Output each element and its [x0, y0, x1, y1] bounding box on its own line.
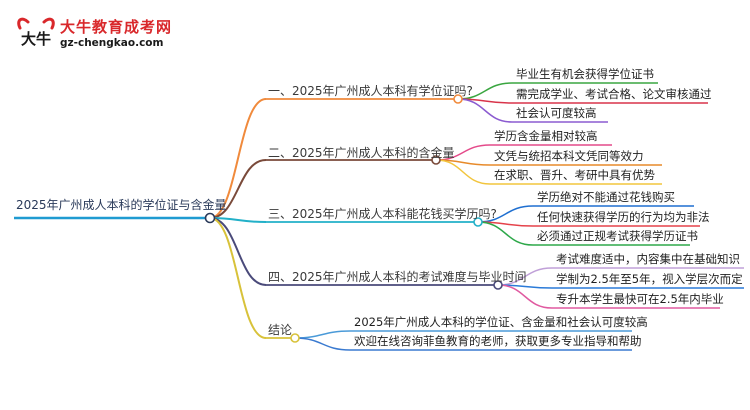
branch-connector — [209, 217, 267, 286]
leaf-connector — [435, 159, 491, 185]
leaf-node[interactable]: 欢迎在线咨询菲鱼教育的老师，获取更多专业指导和帮助 — [354, 334, 642, 348]
leaf-node[interactable]: 在求职、晋升、考研中具有优势 — [494, 168, 655, 182]
leaf-connector — [294, 337, 351, 351]
leaf-node[interactable]: 必须通过正规考试获得学历证书 — [537, 229, 698, 243]
branch-node-circle — [290, 333, 300, 343]
branch-node[interactable]: 结论 — [268, 323, 293, 337]
leaf-node[interactable]: 2025年广州成人本科的学位证、含金量和社会认可度较高 — [354, 315, 648, 329]
branch-connector — [209, 98, 267, 219]
leaf-node[interactable]: 毕业生有机会获得学位证书 — [516, 67, 654, 81]
ox-head-logo-icon: 大牛 — [17, 17, 55, 48]
site-logo[interactable]: 大牛 大牛教育成考网 gz-chengkao.com — [14, 14, 244, 54]
leaf-node[interactable]: 学制为2.5年至5年，视入学层次而定 — [556, 272, 743, 286]
leaf-node[interactable]: 任何快速获得学历的行为均为非法 — [537, 210, 710, 224]
branch-node-circle — [493, 280, 503, 290]
leaf-connector — [294, 330, 351, 339]
leaf-connector — [477, 221, 534, 246]
leaf-node[interactable]: 需完成学业、考试合格、论文审核通过 — [516, 87, 712, 101]
branch-connector — [209, 217, 267, 339]
branch-node[interactable]: 二、2025年广州成人本科的含金量 — [268, 146, 455, 160]
branch-node-circle — [453, 94, 463, 104]
root-node[interactable]: 2025年广州成人本科的学位证与含金量 — [16, 198, 227, 212]
branch-node[interactable]: 一、2025年广州成人本科有学位证吗? — [268, 84, 473, 98]
leaf-connector — [497, 284, 553, 309]
branch-node[interactable]: 四、2025年广州成人本科的考试难度与毕业时间 — [268, 270, 527, 284]
logo-site-url: gz-chengkao.com — [60, 37, 164, 49]
leaf-connector — [457, 98, 513, 123]
leaf-node[interactable]: 学历含金量相对较高 — [494, 129, 598, 143]
logo-mark-text: 大牛 — [21, 30, 51, 48]
branch-node-circle — [473, 217, 483, 227]
branch-connector — [209, 159, 267, 219]
logo-site-name: 大牛教育成考网 — [60, 18, 173, 36]
leaf-node[interactable]: 社会认可度较高 — [516, 106, 597, 120]
branch-node-circle — [431, 155, 441, 165]
leaf-node[interactable]: 考试难度适中，内容集中在基础知识 — [556, 252, 740, 266]
branch-connector — [209, 217, 267, 223]
leaf-node[interactable]: 文凭与统招本科文凭同等效力 — [494, 149, 644, 163]
root-node-circle — [204, 212, 216, 224]
leaf-node[interactable]: 专升本学生最快可在2.5年内毕业 — [556, 292, 724, 306]
leaf-node[interactable]: 学历绝对不能通过花钱购买 — [537, 190, 675, 204]
branch-node[interactable]: 三、2025年广州成人本科能花钱买学历吗? — [268, 207, 497, 221]
